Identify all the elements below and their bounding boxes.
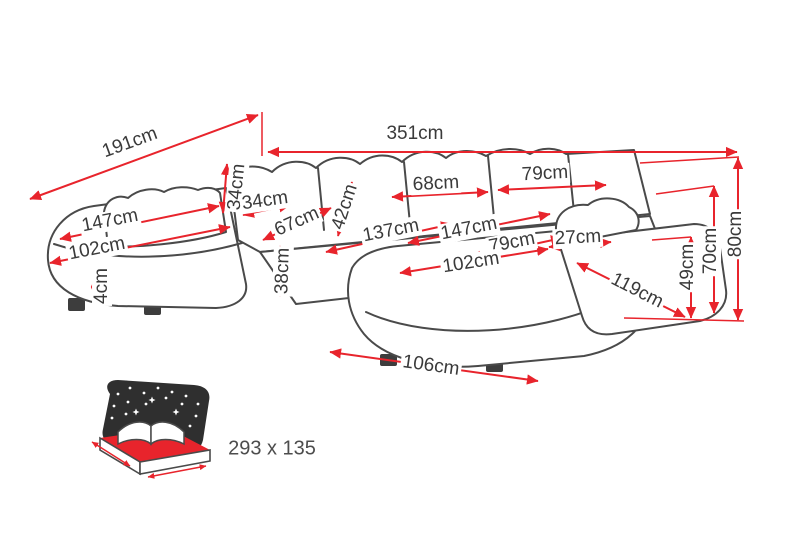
sofa-illustration <box>46 147 728 372</box>
dimension-label-80cm: 80cm <box>725 208 747 260</box>
stars <box>110 386 200 428</box>
blanket-icon <box>117 421 185 446</box>
dimension-label-27cm: 27cm <box>552 225 604 250</box>
dimension-label-49cm: 49cm <box>677 241 699 293</box>
sleeping-area-size-label: 293 x 135 <box>228 437 316 460</box>
sleeping-function-icon <box>91 380 211 479</box>
back-cushion-separator <box>487 155 495 219</box>
dimension-label-4cm: 4cm <box>91 266 113 306</box>
dimension-label-79cm-back: 79cm <box>519 161 571 186</box>
dimension-label-68cm: 68cm <box>410 171 462 196</box>
mattress-arrows <box>91 441 207 479</box>
dimension-label-38cm: 38cm <box>271 245 294 297</box>
dimension-label-70cm: 70cm <box>700 225 722 277</box>
extension-lines <box>261 112 745 322</box>
dimension-label-351cm: 351cm <box>384 123 446 145</box>
